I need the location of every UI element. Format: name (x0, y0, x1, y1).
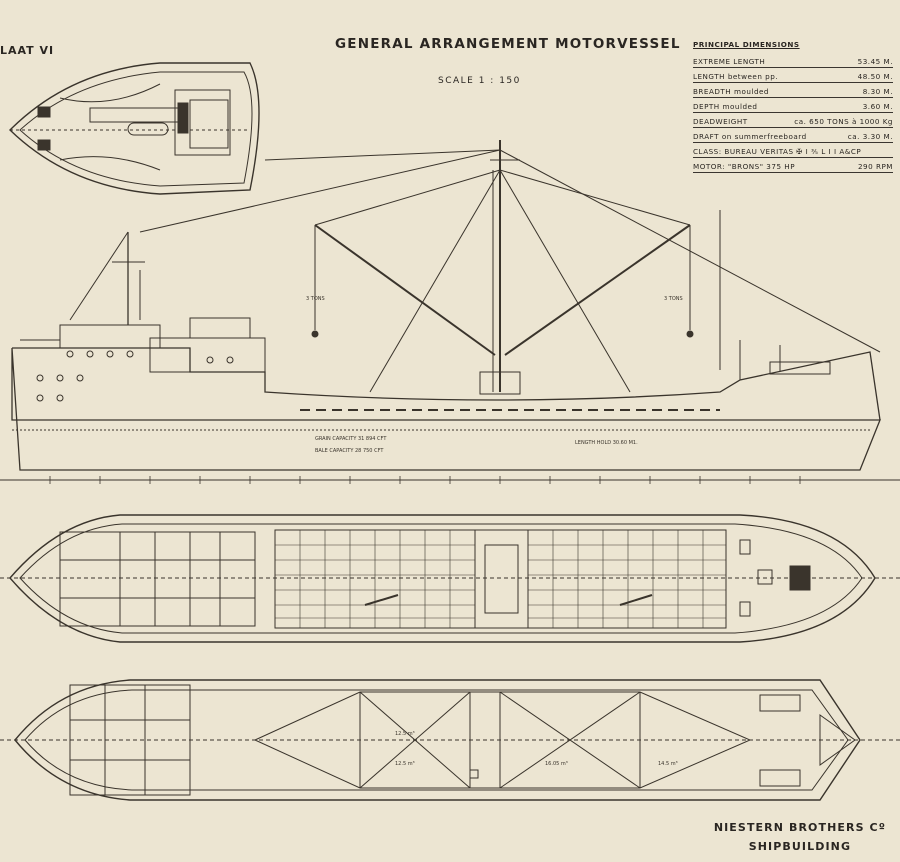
dimension-row: BREADTH moulded 8.30 M. (693, 83, 893, 98)
dimension-row: LENGTH between pp. 48.50 M. (693, 68, 893, 83)
dimension-row: DEPTH moulded 3.60 M. (693, 98, 893, 113)
dimension-label: EXTREME LENGTH (693, 57, 766, 66)
hold-length-label: LENGTH HOLD 30.60 M1. (575, 440, 638, 446)
grain-capacity-label: GRAIN CAPACITY 31 894 CFT (315, 436, 387, 442)
shipbuilder-trade: SHIPBUILDING (748, 840, 852, 853)
portholes (36, 350, 234, 402)
dimension-label: DRAFT on summerfreeboard (693, 132, 807, 141)
dimension-value: ca. 3.30 M. (847, 132, 893, 141)
dimension-label: DEPTH moulded (693, 102, 758, 111)
hatch-grid (275, 530, 726, 628)
tank-volume-label: 16.05 m³ (545, 761, 568, 767)
dimension-row: MOTOR: "BRONS" 375 HP 290 RPM (693, 158, 893, 173)
dimension-row: EXTREME LENGTH 53.45 M. (693, 53, 893, 68)
dimensions-heading: PRINCIPAL DIMENSIONS (693, 40, 800, 49)
bale-capacity-label: BALE CAPACITY 28 750 CFT (315, 448, 384, 454)
dimension-label: LENGTH between pp. (693, 72, 779, 81)
dimension-label: BREADTH moulded (693, 87, 769, 96)
dimension-row: DEADWEIGHT ca. 650 TONS à 1000 Kg (693, 113, 893, 128)
dimension-row: CLASS: BUREAU VERITAS ✠ I ⅗ L I I A&CP (693, 143, 893, 158)
tank-volume-label: 14.5 m³ (658, 761, 678, 767)
dimension-value: ca. 650 TONS à 1000 Kg (794, 117, 893, 126)
main-deck-plan (0, 514, 900, 643)
bridge-deck-plan (9, 62, 260, 195)
principal-dimensions-table: PRINCIPAL DIMENSIONS EXTREME LENGTH 53.45… (693, 40, 893, 173)
dimension-value: 53.45 M. (857, 57, 893, 66)
tank-volume-label: 12.5 m³ (395, 731, 415, 737)
drawing-scale: SCALE 1 : 150 (438, 76, 521, 86)
dimension-label: DEADWEIGHT (693, 117, 748, 126)
frame-ticks (49, 476, 801, 484)
dimension-row: DRAFT on summerfreeboard ca. 3.30 M. (693, 128, 893, 143)
boom-capacity-label: 3 TONS (664, 296, 683, 302)
shipbuilder-name: NIESTERN BROTHERS Cº (713, 821, 886, 834)
hold-plan: 12.5 m³ 12.5 m³ 16.05 m³ 14.5 m³ (0, 679, 900, 801)
dimension-value: 290 RPM (857, 162, 893, 171)
dimension-label: MOTOR: "BRONS" 375 HP (693, 162, 796, 171)
plate-number: LAAT VI (0, 44, 55, 57)
drawing-title: GENERAL ARRANGEMENT MOTORVESSEL (335, 36, 681, 52)
shipbuilder-credit: NIESTERN BROTHERS Cº SHIPBUILDING (714, 818, 886, 856)
dimension-value: 8.30 M. (862, 87, 893, 96)
boom-capacity-label: 3 TONS (306, 296, 325, 302)
dimension-value: 3.60 M. (862, 102, 893, 111)
dimension-value: 48.50 M. (857, 72, 893, 81)
side-profile: 3 TONS 3 TONS GRAIN CAPACITY 31 894 CFT … (0, 140, 900, 484)
tank-volume-label: 12.5 m³ (395, 761, 415, 767)
dimension-label: CLASS: BUREAU VERITAS ✠ I ⅗ L I I A&CP (693, 147, 862, 156)
